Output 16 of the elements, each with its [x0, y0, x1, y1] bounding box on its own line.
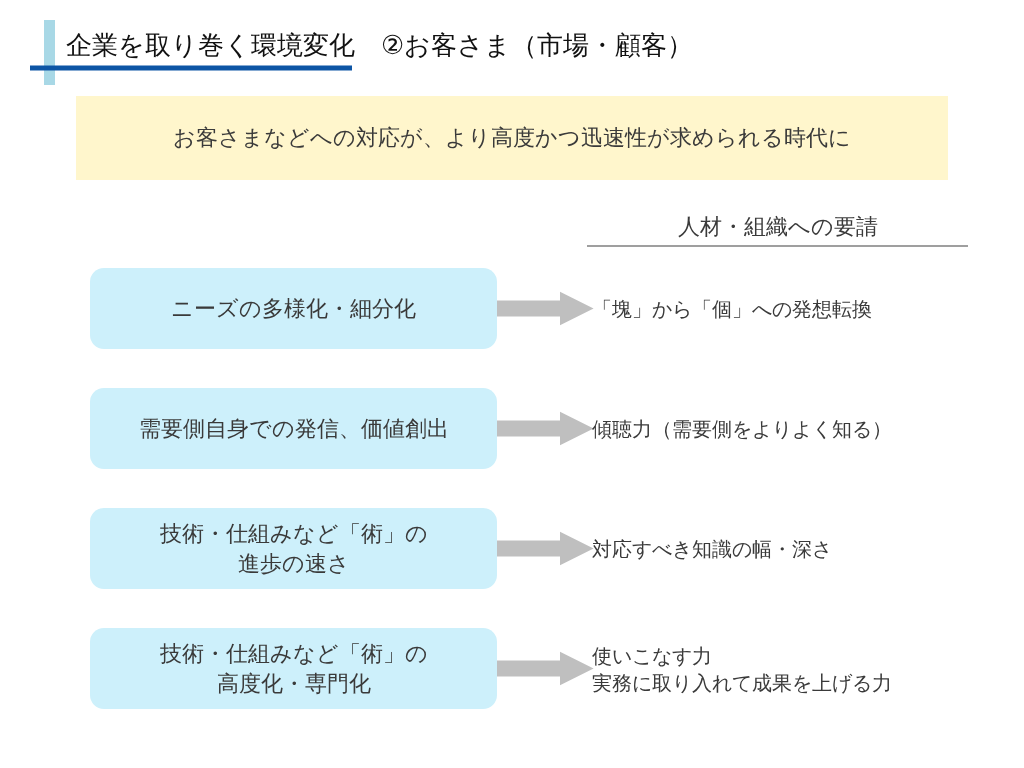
requirement-text: 「塊」から「個」への発想転換: [592, 295, 872, 323]
requirement-text: 対応すべき知識の幅・深さ: [592, 535, 832, 563]
requirement-text: 使いこなす力: [592, 643, 712, 670]
block-arrow: [497, 411, 594, 446]
requirement-text: 実務に取り入れて成果を上げる力: [592, 670, 892, 697]
block-arrow: [497, 531, 594, 566]
process-box: 技術・仕組みなど「術」の高度化・専門化: [90, 628, 497, 709]
block-arrow: [497, 651, 594, 686]
process-box: 需要側自身での発信、価値創出: [90, 388, 497, 469]
requirement-text: 傾聴力（需要側をよりよく知る）: [592, 415, 892, 443]
banner-box: お客さまなどへの対応が、より高度かつ迅速性が求められる時代に: [76, 96, 948, 180]
process-box: ニーズの多様化・細分化: [90, 268, 497, 349]
column-header: 人材・組織への要請: [676, 213, 879, 241]
slide-title: 企業を取り巻く環境変化 ②お客さま（市場・顧客）: [66, 29, 694, 62]
block-arrow: [497, 291, 594, 326]
process-box: 技術・仕組みなど「術」の進歩の速さ: [90, 508, 497, 589]
